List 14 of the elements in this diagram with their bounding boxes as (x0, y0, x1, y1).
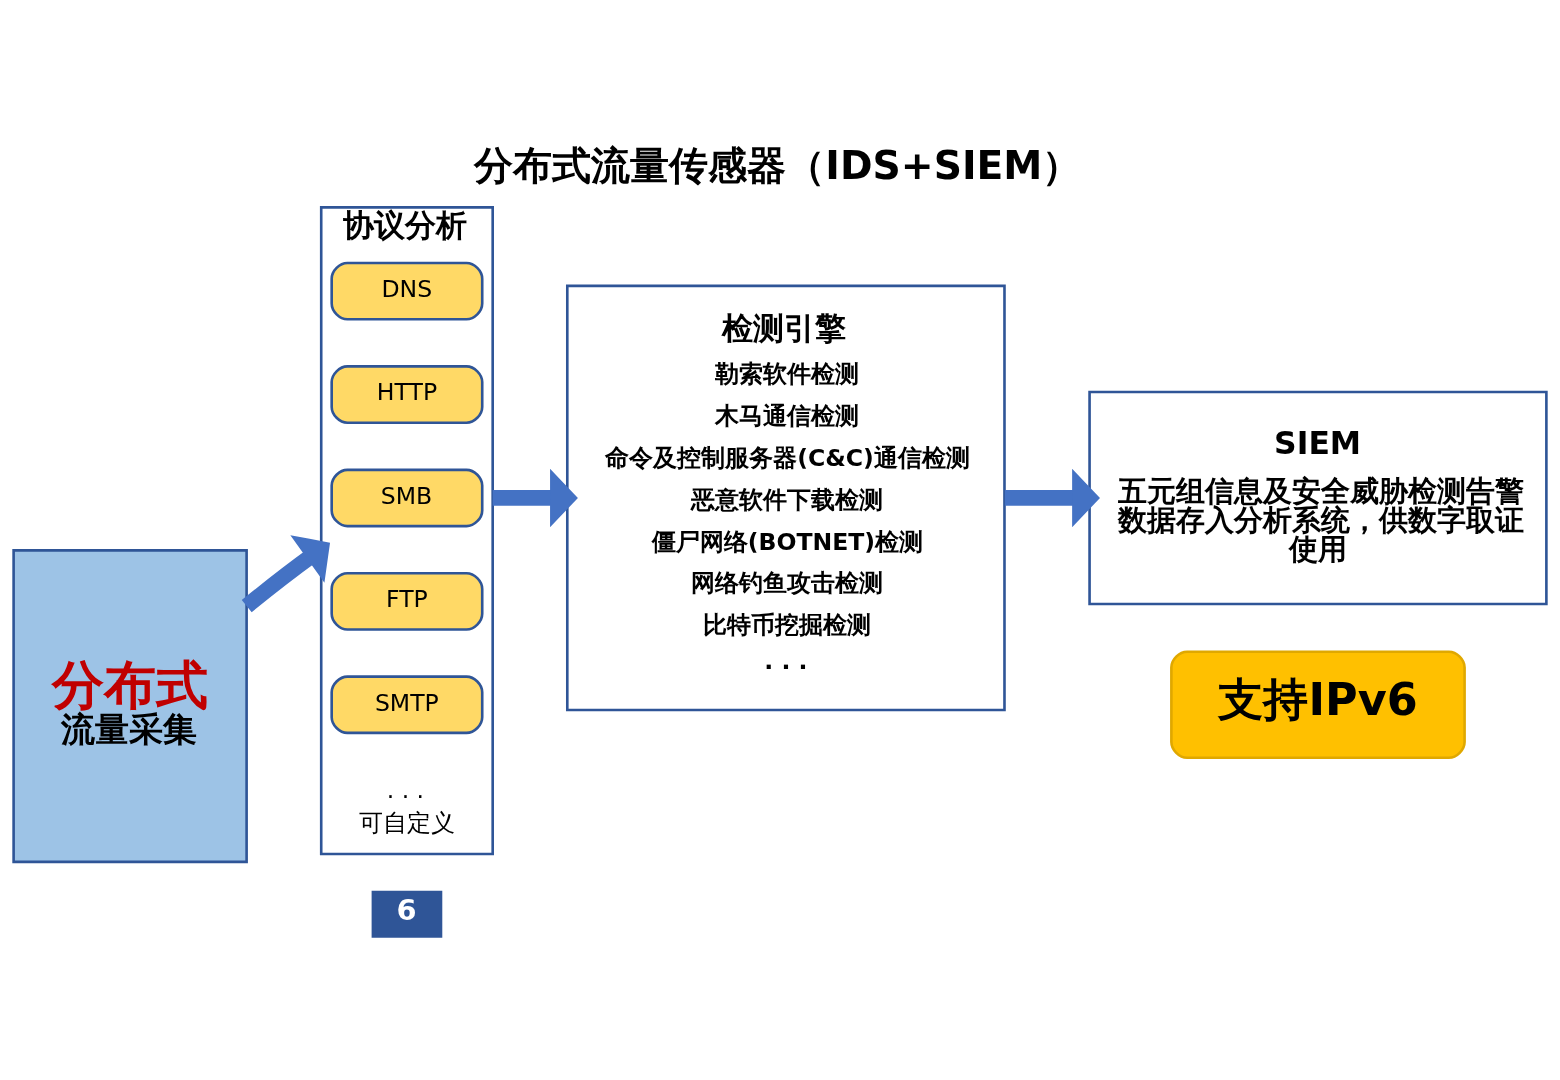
node-box: DNS (330, 261, 484, 321)
node-box: HTTP (330, 364, 484, 424)
node-box: SMB (330, 468, 484, 527)
node-box: 支持IPv6 (1170, 649, 1466, 759)
node-box: SMTP (330, 674, 484, 734)
node-box: 分布式 流量采集 (12, 548, 248, 863)
node-box: 检测引擎 勒索软件检测 木马通信检测 命令及控制服务器(C&C)通信检测 恶意软件下载检测 僵尸网络(BOTNET)检测 网络钓鱼攻击检测 比特币挖掘检测 · · · (566, 284, 1006, 711)
node-box: SIEM 五元组信息及安全威胁检测告警数据存入分析系统，供数字取证使用 (1088, 390, 1548, 605)
arrow (492, 468, 578, 527)
arrow (241, 534, 331, 612)
arrow (1004, 468, 1100, 527)
label: 6 (396, 892, 417, 927)
node-box: FTP (330, 571, 484, 631)
diagram-title: 分布式流量传感器（IDS+SIEM） (474, 142, 1082, 188)
